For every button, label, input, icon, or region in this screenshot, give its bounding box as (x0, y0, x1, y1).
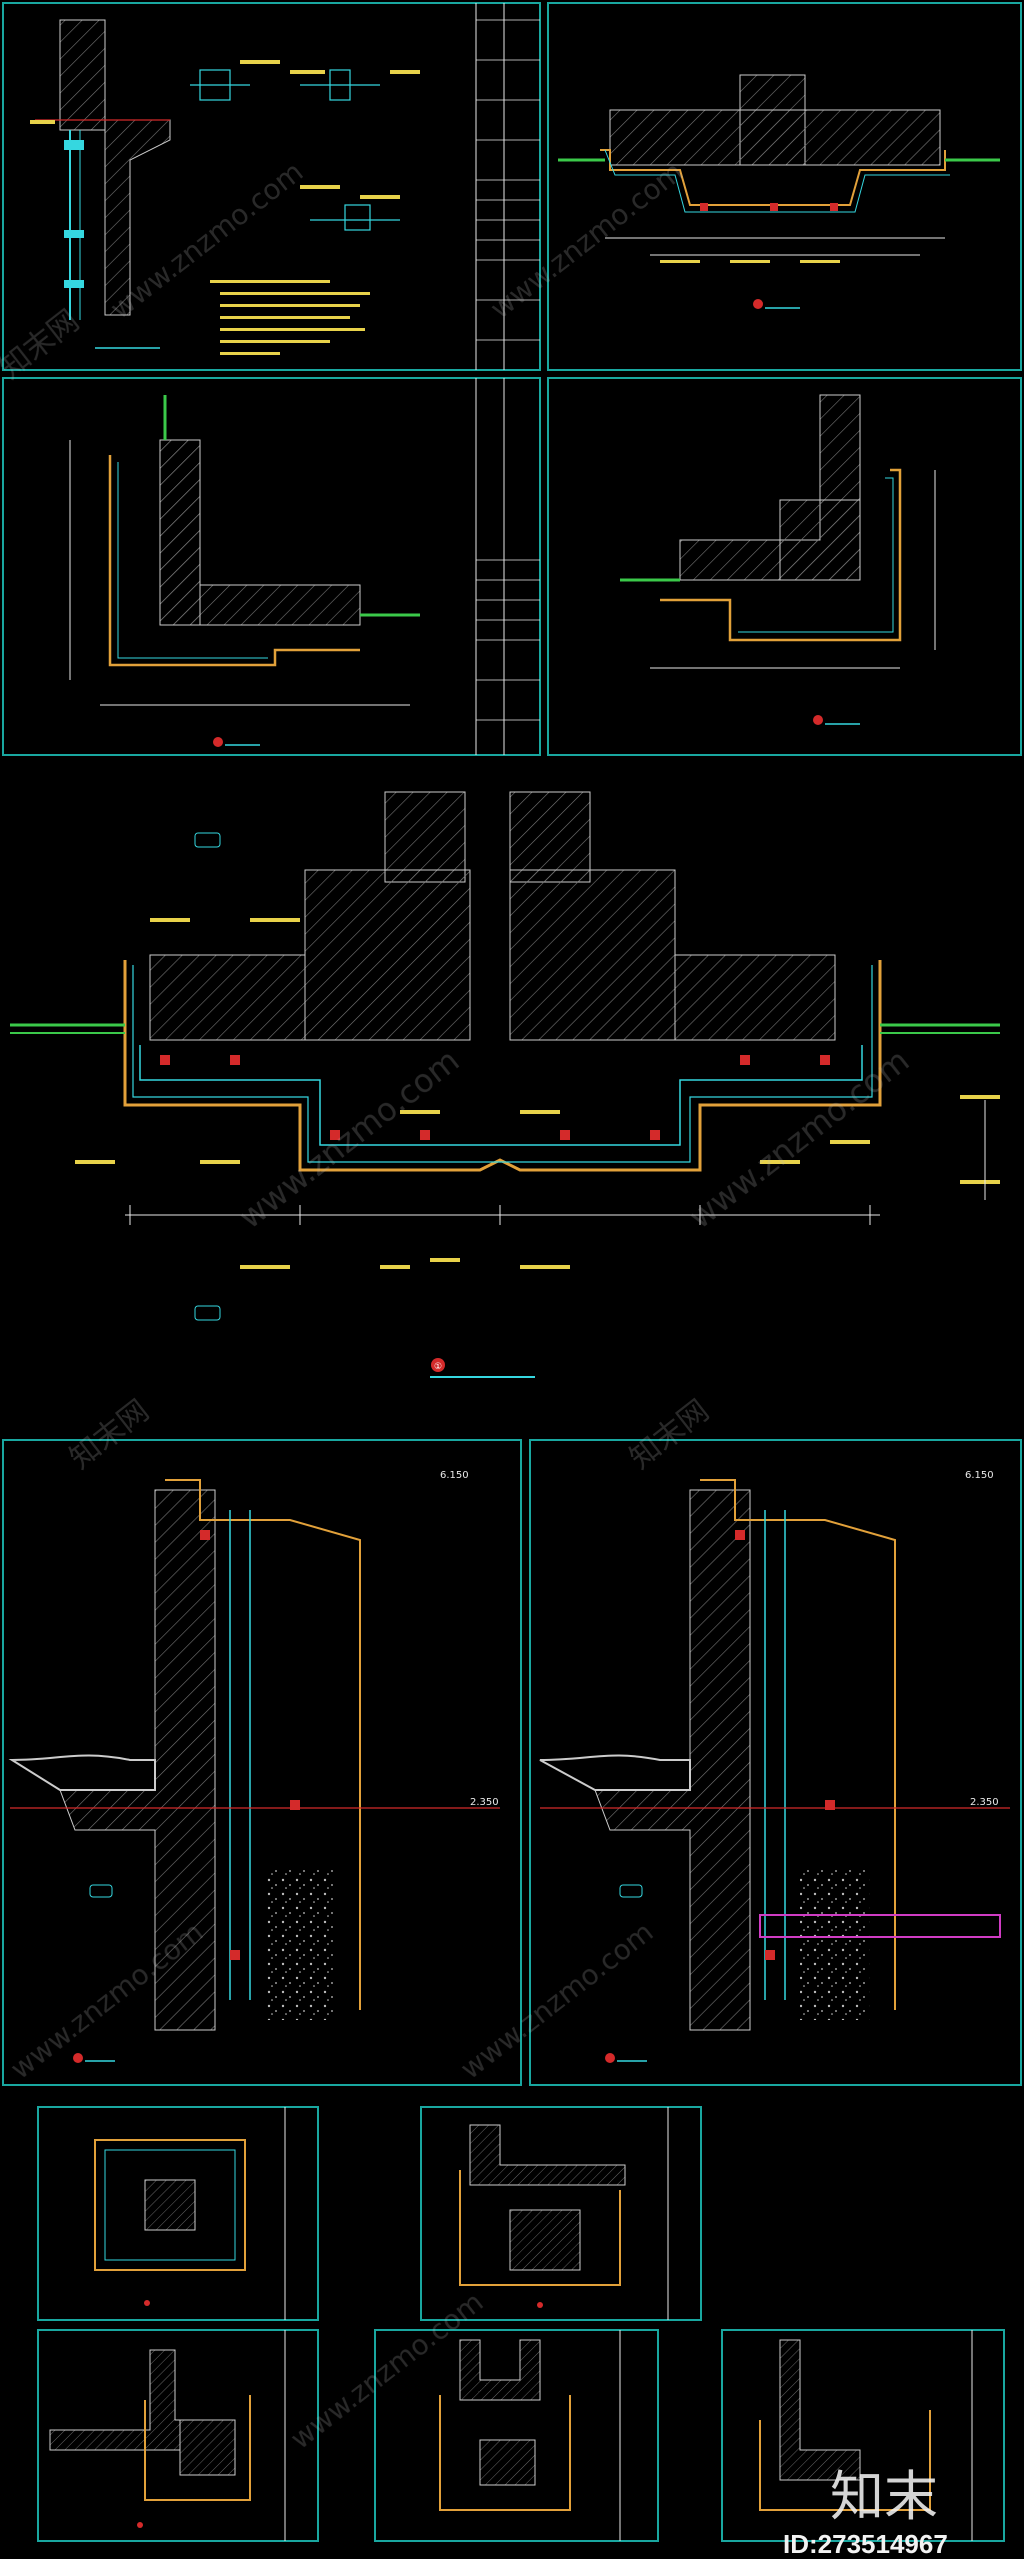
small-sheet-4 (374, 2329, 659, 2542)
sheet-second-right (547, 377, 1022, 756)
section-left: 6.150 2.350 (2, 1439, 522, 2086)
sheet-top-right (547, 2, 1022, 371)
watermark-brand: 知末网 (623, 1393, 715, 1476)
small-sheet-2 (420, 2106, 702, 2321)
watermark-brand: 知末网 (0, 303, 86, 386)
level-top-left: 6.150 (440, 1470, 469, 1481)
level-mid-right: 2.350 (970, 1797, 999, 1808)
watermark-logo: 知末 ID:273514967 (783, 2465, 948, 2559)
level-top-right: 6.150 (965, 1470, 994, 1481)
sheet-top-left (2, 2, 541, 371)
id-text: ID:273514967 (783, 2529, 948, 2559)
sheet-second-left (2, 377, 541, 756)
watermark-logo-text: 知末 (830, 2465, 938, 2528)
section-right: 6.150 2.350 (529, 1439, 1022, 2086)
watermark-text: www.znzmo.com (454, 1915, 659, 2086)
level-mid-left: 2.350 (470, 1797, 499, 1808)
watermark-text: www.znzmo.com (232, 1041, 467, 1236)
small-sheet-3 (37, 2329, 319, 2542)
watermark-brand: 知末网 (63, 1393, 155, 1476)
main-detail-label: ① (434, 1362, 442, 1372)
watermark-text: www.znzmo.com (104, 155, 309, 326)
small-sheet-1 (37, 2106, 319, 2321)
small-sheet-5 (721, 2329, 1005, 2542)
main-plan-detail: ① (10, 791, 1000, 1378)
watermark-text: www.znzmo.com (682, 1041, 917, 1236)
watermark-layer: www.znzmo.com www.znzmo.com www.znzmo.co… (0, 155, 916, 2456)
watermark-text: www.znzmo.com (284, 2285, 489, 2456)
